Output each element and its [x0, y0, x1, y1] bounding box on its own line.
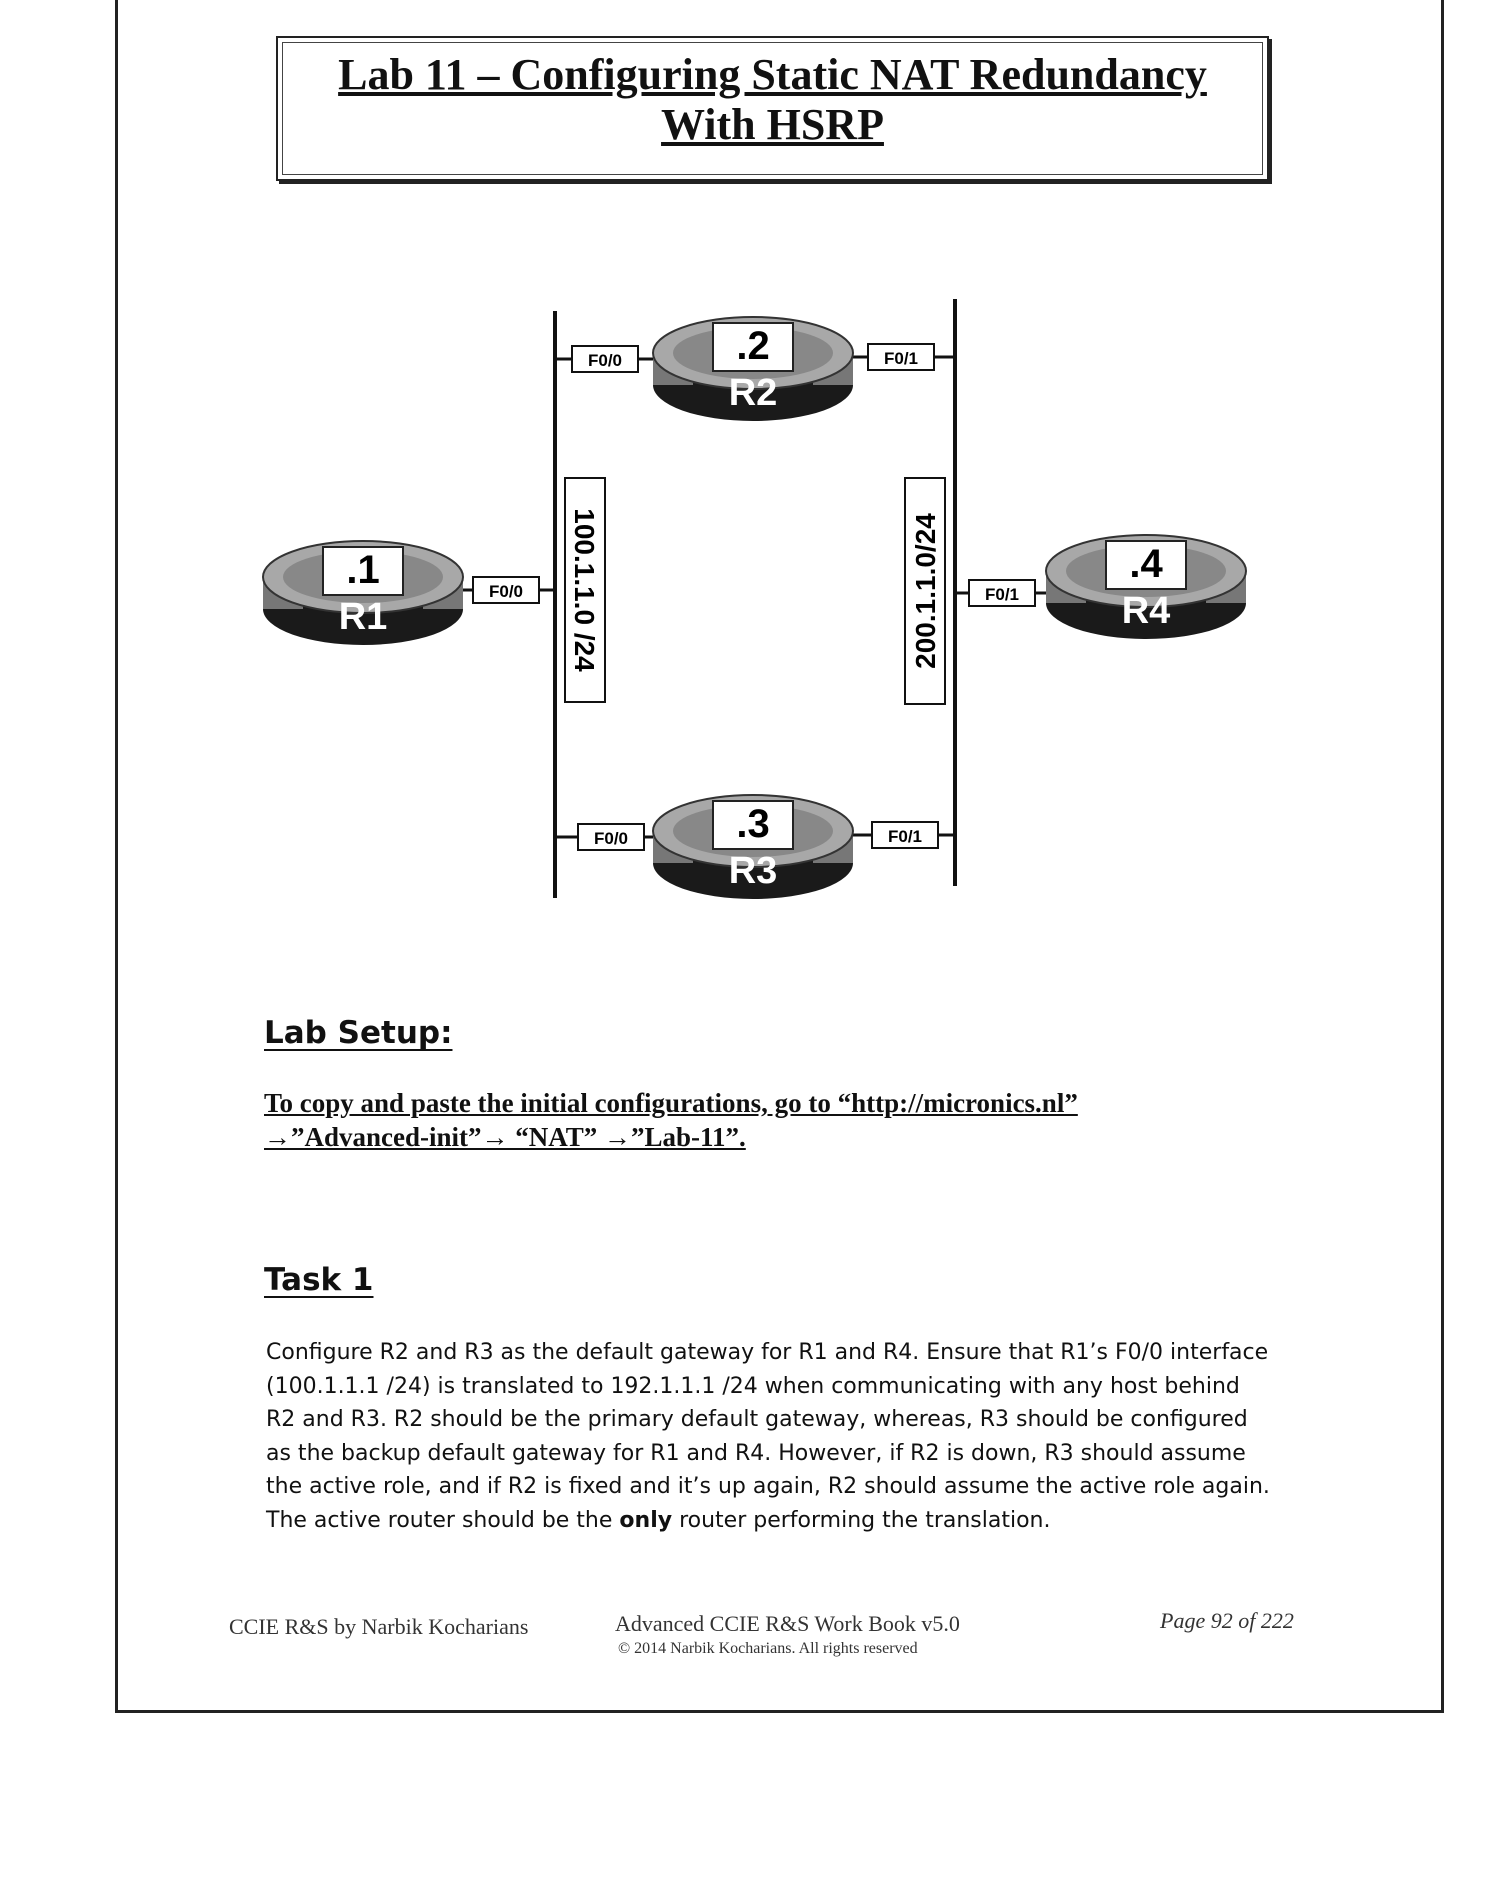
router-r1: .1 R1: [262, 540, 464, 646]
router-name: R4: [1122, 590, 1171, 632]
interface-label: F0/0: [489, 582, 523, 601]
footer-book-title: Advanced CCIE R&S Work Book v5.0: [615, 1611, 960, 1636]
subnet-label-right: 200.1.1.0/24: [910, 513, 941, 669]
footer-copyright: © 2014 Narbik Kocharians. All rights res…: [618, 1640, 918, 1657]
router-name: R3: [729, 850, 778, 892]
router-r4: .4 R4: [1045, 534, 1247, 640]
router-name: R2: [729, 372, 778, 414]
subnet-label-left: 100.1.1.0 /24: [569, 508, 600, 672]
interface-label: F0/1: [888, 827, 922, 846]
task1-heading: Task 1: [264, 1262, 374, 1298]
router-ip: .1: [346, 548, 379, 592]
footer-page-number: Page 92 of 222: [1160, 1608, 1294, 1633]
lab-setup-link-line1[interactable]: To copy and paste the initial configurat…: [264, 1088, 1078, 1118]
interface-label: F0/1: [884, 349, 918, 368]
network-diagram: .2 R2 .3 R3 .1 R1 .4 R4 F0/0 F0/1 F0/0 F…: [262, 299, 1247, 900]
router-ip: .3: [736, 802, 769, 846]
footer-author: CCIE R&S by Narbik Kocharians: [229, 1614, 529, 1639]
task1-text-end: router performing the translation.: [672, 1507, 1051, 1533]
router-ip: .2: [736, 324, 769, 368]
interface-label: F0/1: [985, 585, 1019, 604]
page-title-line2: With HSRP: [661, 100, 884, 149]
interface-label: F0/0: [588, 351, 622, 370]
router-ip: .4: [1129, 542, 1163, 586]
router-r2: .2 R2: [652, 316, 854, 422]
title-box: Lab 11 – Configuring Static NAT Redundan…: [276, 36, 1269, 181]
task1-description: Configure R2 and R3 as the default gatew…: [266, 1336, 1276, 1537]
router-name: R1: [339, 596, 388, 638]
lab-setup-heading: Lab Setup:: [264, 1015, 453, 1051]
router-r3: .3 R3: [652, 794, 854, 900]
task1-text: Configure R2 and R3 as the default gatew…: [266, 1340, 1270, 1533]
task1-bold-word: only: [619, 1507, 673, 1533]
interface-label: F0/0: [594, 829, 628, 848]
page-title-line1: Lab 11 – Configuring Static NAT Redundan…: [338, 50, 1207, 99]
lab-setup-link-line2[interactable]: →”Advanced-init”→ “NAT” →”Lab-11”.: [264, 1122, 746, 1152]
page-border: [115, 0, 1444, 1713]
